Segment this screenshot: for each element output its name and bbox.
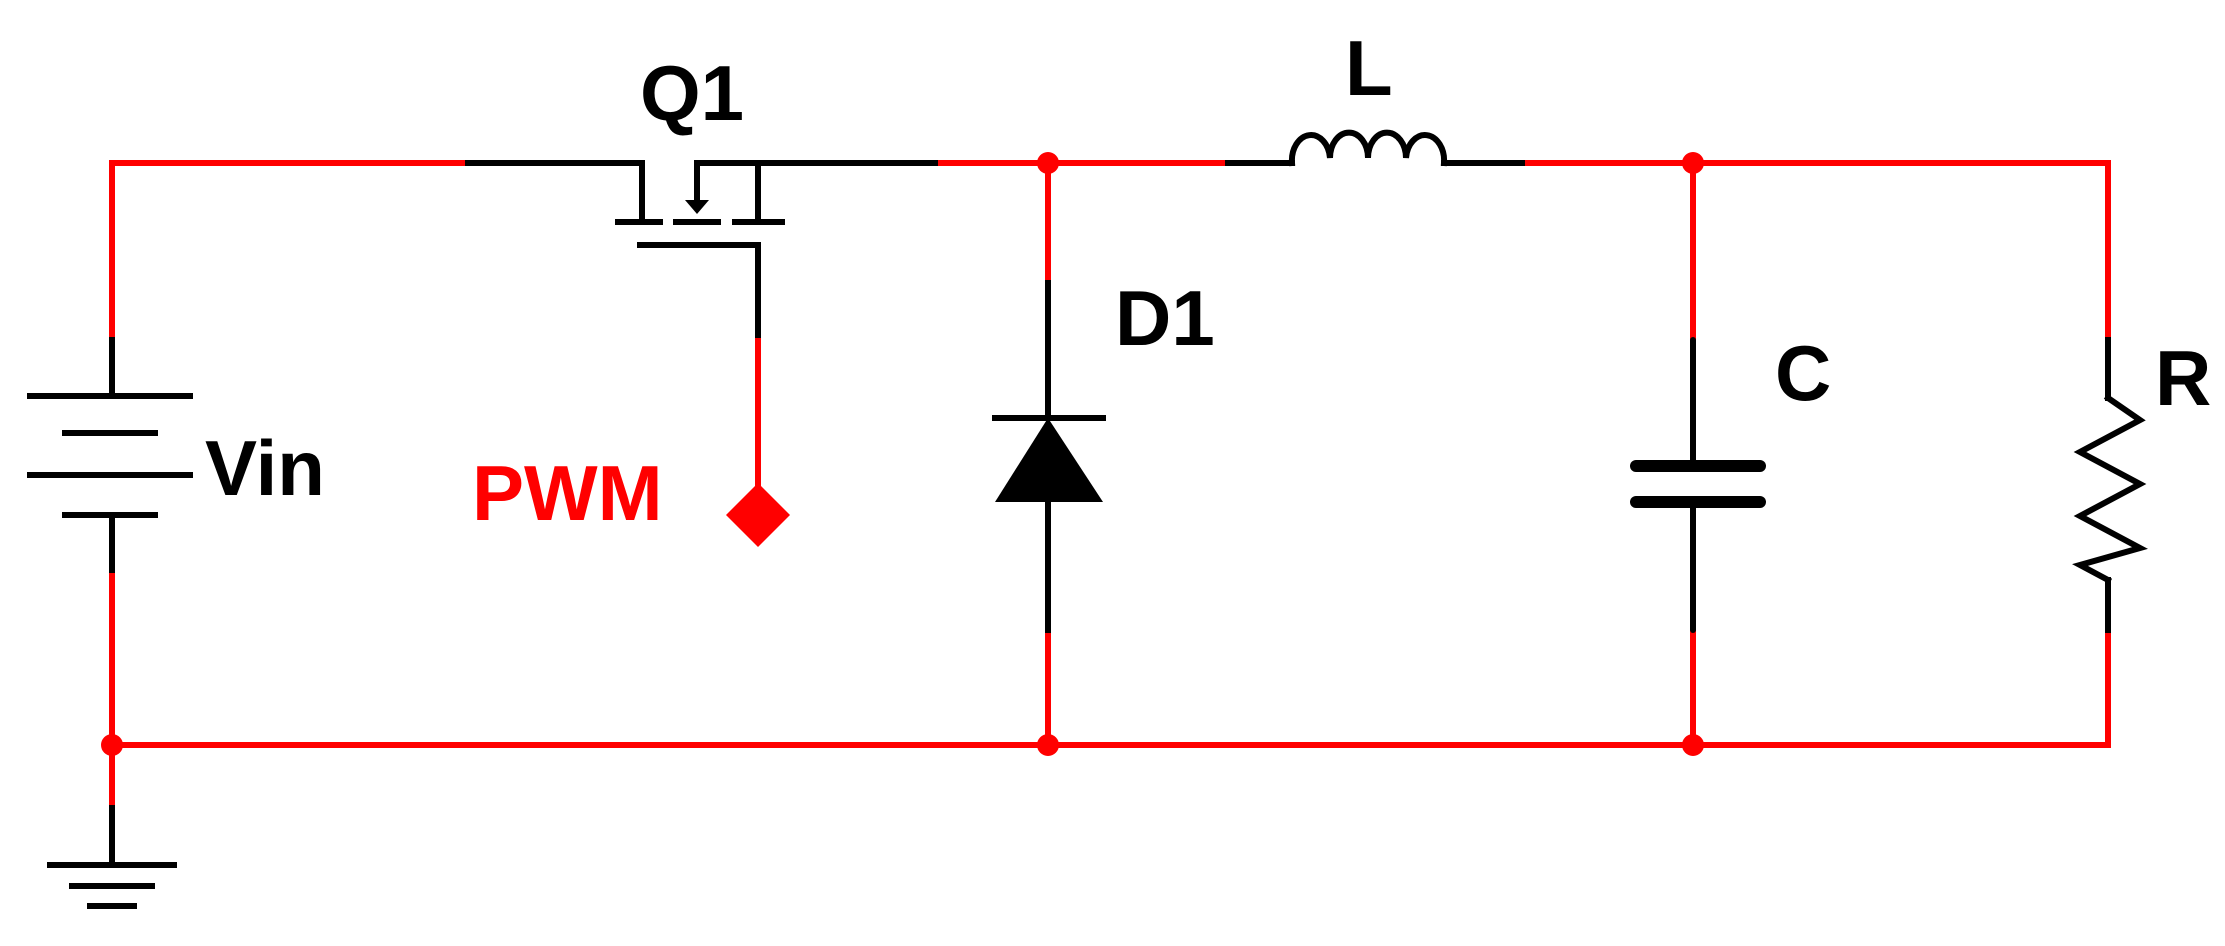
label-inductor: L — [1345, 24, 1393, 112]
junction-dot-icon — [101, 734, 123, 756]
junctions — [101, 152, 1704, 756]
ground-icon — [47, 805, 177, 909]
diode-icon — [992, 280, 1106, 633]
capacitor-icon — [1630, 337, 1766, 633]
label-resistor: R — [2155, 334, 2211, 422]
junction-dot-icon — [1682, 734, 1704, 756]
junction-dot-icon — [1037, 734, 1059, 756]
mosfet-icon — [465, 160, 938, 338]
label-capacitor: C — [1775, 329, 1831, 417]
label-pwm: PWM — [472, 449, 663, 537]
junction-dot-icon — [1682, 152, 1704, 174]
label-source: Vin — [205, 424, 325, 512]
resistor-icon — [2072, 337, 2148, 633]
label-q1: Q1 — [640, 49, 744, 137]
wires — [109, 160, 2111, 811]
components — [27, 129, 2148, 909]
junction-dot-icon — [1037, 152, 1059, 174]
inductor-icon — [1225, 129, 1525, 167]
pwm-port-icon — [726, 483, 790, 547]
label-diode: D1 — [1115, 274, 1215, 362]
battery-icon — [27, 337, 193, 573]
